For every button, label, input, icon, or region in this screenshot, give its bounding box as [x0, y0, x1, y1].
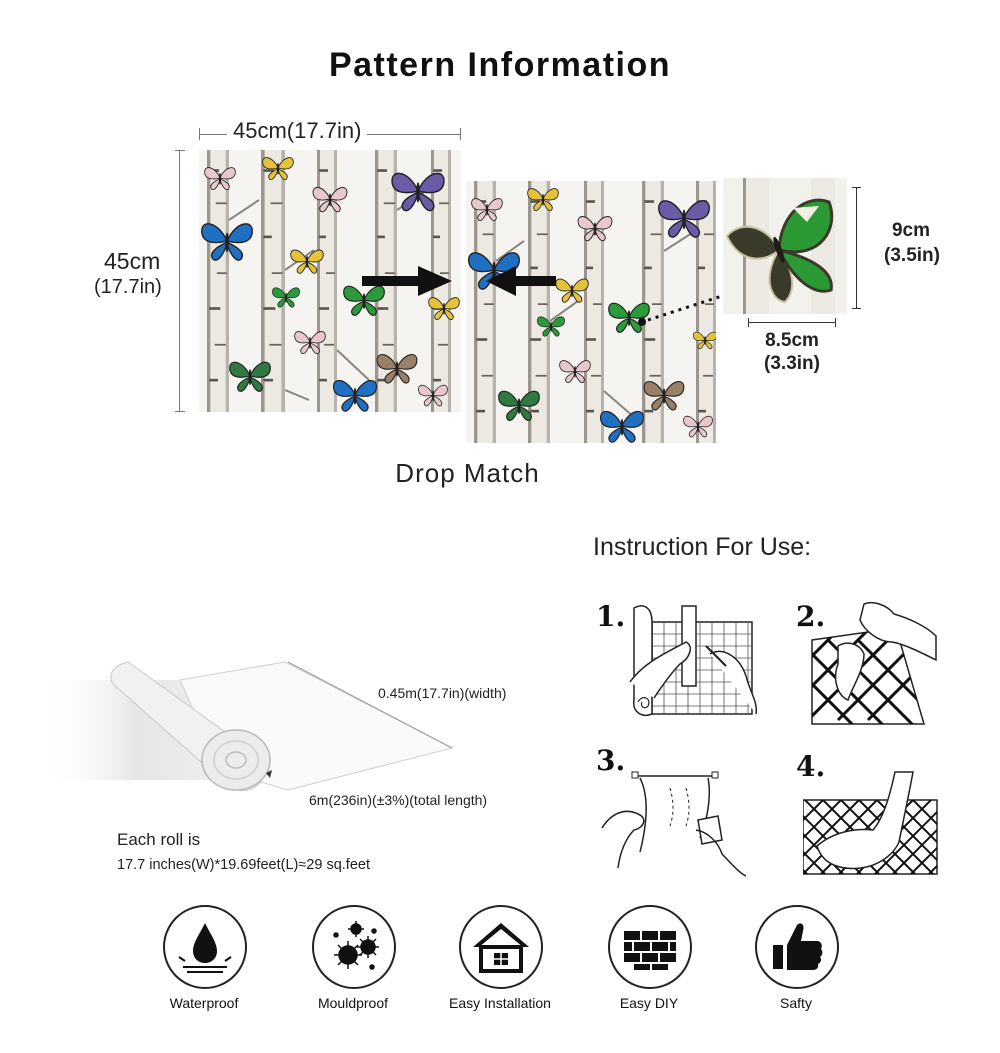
- motif-connector: [636, 290, 726, 330]
- pattern-height-label-in: (17.7in): [94, 276, 162, 298]
- step-number-4: 4.: [796, 750, 826, 783]
- feature-mouldproof: Mouldproof: [283, 905, 423, 1015]
- feature-easy-diy: Easy DIY: [579, 905, 719, 1015]
- step-4-illustration: [802, 770, 938, 876]
- feature-label: Easy Installation: [449, 995, 551, 1011]
- water-drop-icon: [163, 905, 247, 989]
- step-1-illustration: [628, 602, 760, 718]
- motif-width-label-in: (3.3in): [764, 353, 820, 374]
- feature-label: Easy DIY: [619, 995, 679, 1011]
- step-2-illustration: [808, 600, 938, 726]
- feature-waterproof: Waterproof: [134, 905, 274, 1015]
- house-icon: [459, 905, 543, 989]
- step-number-2: 2.: [796, 600, 826, 633]
- thumbs-up-icon: [755, 905, 839, 989]
- roll-length-label: 6m(236in)(±3%)(total length): [309, 792, 488, 808]
- motif-width-dimension: [748, 318, 836, 328]
- feature-easy-installation: Easy Installation: [430, 905, 570, 1015]
- roll-width-label: 0.45m(17.7in)(width): [378, 685, 507, 701]
- mould-spores-icon: [312, 905, 396, 989]
- step-number-1: 1.: [596, 600, 626, 633]
- instructions-title: Instruction For Use:: [593, 533, 812, 561]
- pattern-height-label-cm: 45cm: [104, 248, 161, 274]
- feature-safty: Safty: [726, 905, 866, 1015]
- motif-height-label-in: (3.5in): [884, 245, 940, 266]
- motif-width-label-cm: 8.5cm: [765, 330, 819, 351]
- motif-height-label-cm: 9cm: [891, 220, 931, 241]
- wallpaper-pattern-drop-sample: [466, 181, 716, 443]
- step-3-illustration: [600, 768, 750, 878]
- pattern-width-dimension: 45cm(17.7in): [199, 118, 461, 148]
- step-number-3: 3.: [596, 744, 626, 777]
- motif-closeup: [723, 178, 847, 314]
- motif-height-dimension: [852, 187, 862, 309]
- arrow-right-icon: [362, 266, 452, 296]
- each-roll-title: Each roll is: [117, 830, 201, 849]
- wallpaper-roll-illustration: [40, 640, 480, 810]
- arrow-left-icon: [486, 266, 556, 296]
- feature-label: Safty: [780, 995, 812, 1011]
- feature-label: Mouldproof: [317, 995, 389, 1011]
- brick-wall-icon: [608, 905, 692, 989]
- match-type-label: Drop Match: [395, 458, 540, 488]
- page-title: Pattern Information: [328, 46, 672, 84]
- feature-label: Waterproof: [169, 995, 239, 1011]
- each-roll-coverage: 17.7 inches(W)*19.69feet(L)≈29 sq.feet: [117, 857, 370, 873]
- pattern-width-label: 45cm(17.7in): [227, 118, 368, 144]
- pattern-height-dimension: [175, 150, 189, 412]
